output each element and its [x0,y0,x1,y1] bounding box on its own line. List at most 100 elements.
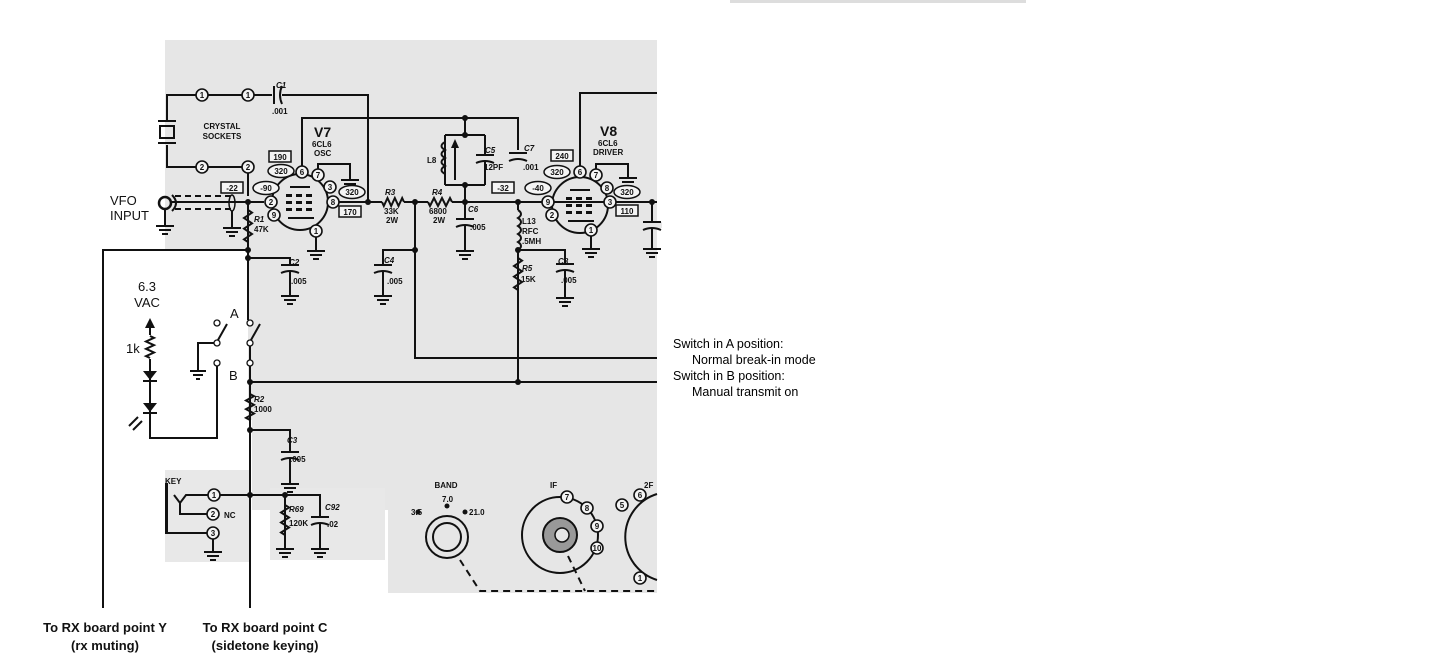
ground-icon [281,478,299,493]
pin-ring [545,208,559,222]
supply-type: VAC [134,295,160,310]
pin-ring [241,88,255,102]
pin-number: 2 [550,211,555,220]
band-label: BAND [434,481,457,490]
footer-point-c-line2: (sidetone keying) [211,638,319,653]
rf2-switch-label: 2F [644,481,653,490]
resistor-icon [242,209,254,243]
junction-dot [515,199,521,205]
pin-ring [207,488,221,502]
l13-value: .5MH [522,237,541,246]
band-position-dot [444,503,450,509]
c5-name: C5 [485,146,496,155]
if-switch-pin: 10 [590,541,604,555]
pin-number: 1 [212,491,217,500]
band-pos-3-5: 3.5 [411,508,423,517]
c3-value: .005 [290,455,306,464]
pin-number: 6 [578,168,583,177]
v8-pin: 1 [584,223,598,237]
c6-value: .005 [470,223,486,232]
v7-voltage-box: 190 [268,150,292,163]
switch-contact [246,319,254,327]
pin-ring [309,224,323,238]
key-pin: 1 [207,488,221,502]
footer-point-y-line1: To RX board point Y [43,620,167,635]
vfo-label-2: INPUT [110,208,149,223]
pin-ring [206,507,220,521]
tube-grid [296,201,302,204]
v7-screen-voltage-oval: 320 [338,184,366,200]
tube-grid [566,197,572,200]
pin-ring [615,498,629,512]
switch-contact [246,339,254,347]
capacitor-icon [280,451,300,461]
junction-dot [462,199,468,205]
voltage-value: 320 [274,167,288,176]
wire [102,249,248,608]
voltage-oval [524,180,552,196]
if-switch-wafer-icon [521,496,599,574]
footer-point-c-line1: To RX board point C [202,620,328,635]
key-nc: NC [224,511,236,520]
c1-plate-curved [279,85,283,105]
v7-pin: 8 [326,195,340,209]
junction-dot [462,132,468,138]
voltage-oval [543,164,571,180]
if-switch-pin: 7 [560,490,574,504]
tube-grid [286,194,292,197]
pin-ring [195,88,209,102]
r3-value: 33K [384,207,399,216]
l13-choke-icon [516,209,522,251]
cap-gap [310,517,330,523]
crystal-socket-pin-1: 1 [241,88,255,102]
pin-number: 7 [565,493,570,502]
voltage-value: 190 [273,153,287,162]
junction-dot [247,379,253,385]
pin-number: 7 [316,171,321,180]
resistor-icon [427,195,453,209]
tube-grid [306,194,312,197]
pin-number: 5 [620,501,625,510]
v7-grid-voltage-oval: -90 [252,180,280,196]
band-position-dot [462,509,468,515]
ground-icon [311,543,329,558]
voltage-value: -32 [497,184,509,193]
switch-contact [213,359,221,367]
tube-grid [296,208,302,211]
l8-name: L8 [427,156,437,165]
v8-screen-voltage-oval: 320 [613,184,641,200]
pin-ring [241,160,255,174]
voltage-value: 240 [555,152,569,161]
pin-ring [584,223,598,237]
v7-function: OSC [314,149,332,158]
v8-pin: 3 [603,195,617,209]
if-switch-pin: 9 [590,519,604,533]
junction-dot [462,115,468,121]
v8-type: 6CL6 [598,139,618,148]
ground-icon [456,245,474,260]
switch-contact [213,339,221,347]
crystal-label: CRYSTAL [204,122,241,131]
voltage-value: 320 [550,168,564,177]
diode-icon [143,371,157,380]
r69-name: R69 [289,505,304,514]
pin-number: 1 [638,574,643,583]
v7-pin: 9 [267,208,281,222]
pin-number: 9 [272,211,277,220]
wire [248,257,291,290]
wire [459,559,657,592]
ground-icon [223,222,241,237]
junction-dot [247,492,253,498]
tube-grid [286,201,292,204]
voltage-oval [613,184,641,200]
r2-value: 1000 [254,405,272,414]
voltage-box [220,181,244,194]
pin-ring [590,519,604,533]
supply-arrow-icon [145,318,155,328]
wire [282,94,369,202]
pin-ring [603,195,617,209]
pin-number: 1 [589,226,594,235]
c2-value: .005 [291,277,307,286]
junction-dot [365,199,371,205]
